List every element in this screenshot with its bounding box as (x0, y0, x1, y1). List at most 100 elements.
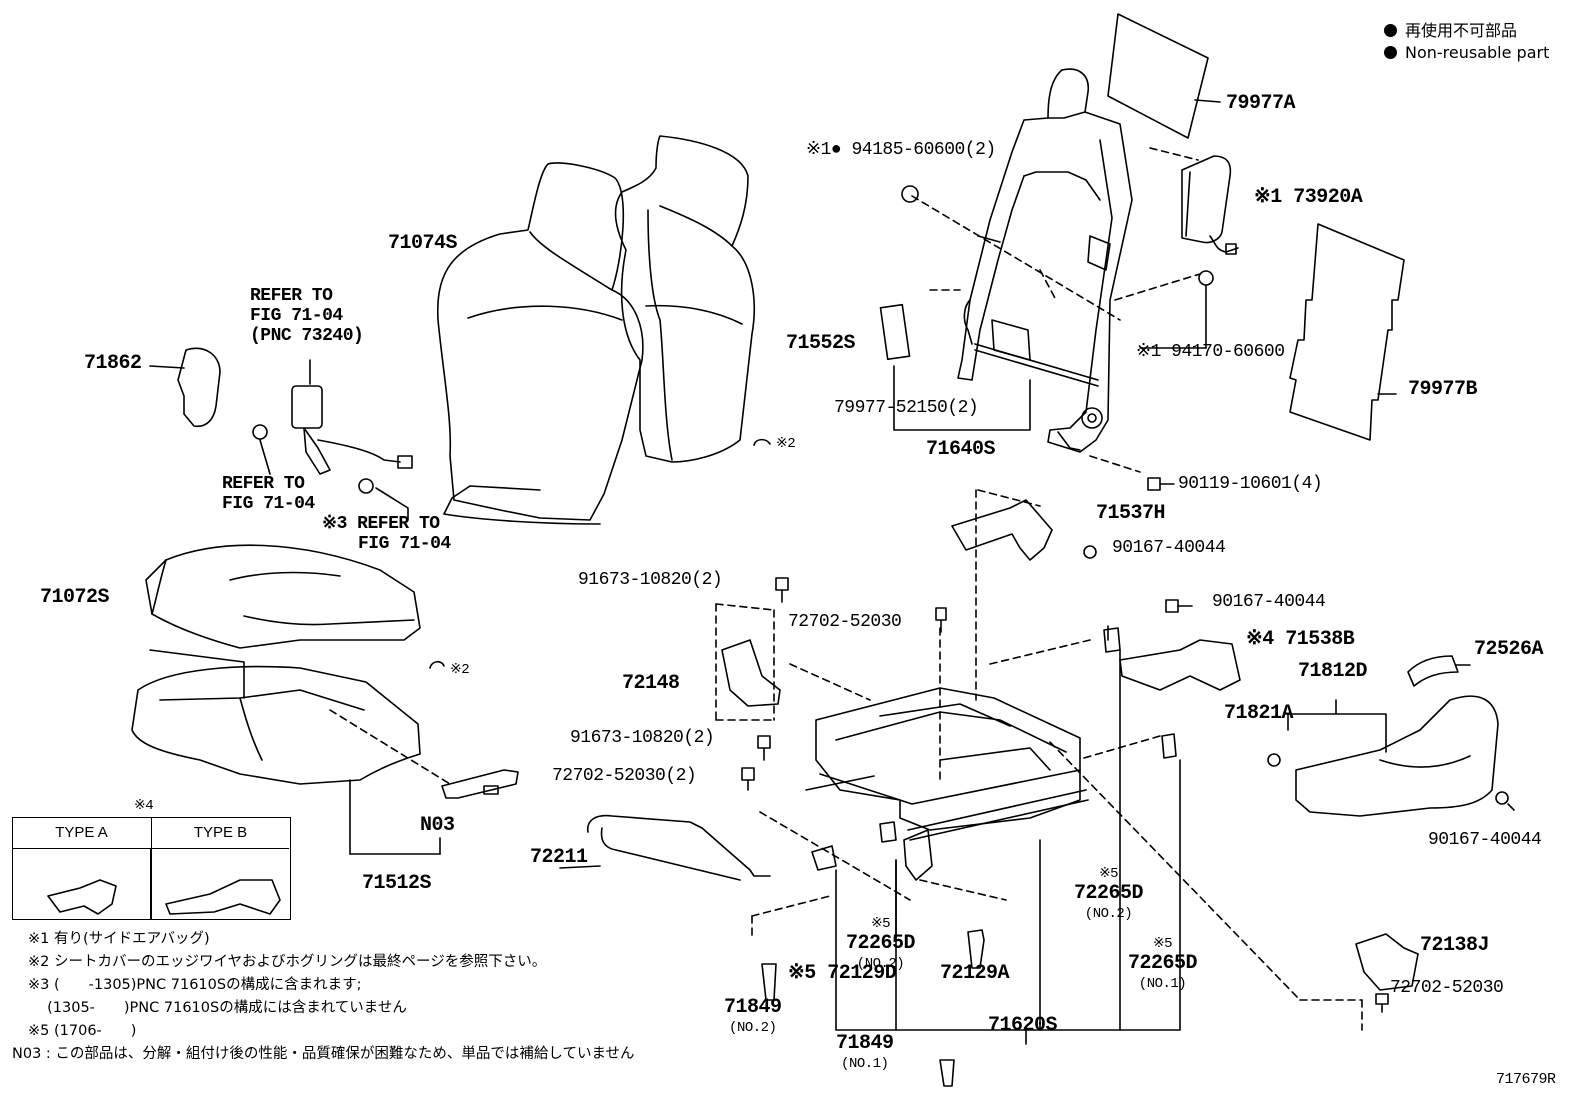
label-71640S[interactable]: 71640S (926, 438, 996, 461)
label-79977B[interactable]: 79977B (1408, 378, 1478, 401)
bracket-72148-drawing (721, 639, 781, 707)
hog-ring-drawing (753, 438, 771, 446)
part-variant: (NO.2) (1084, 906, 1133, 922)
buckle-drawing (252, 359, 413, 521)
bullet-icon (1384, 46, 1397, 59)
label-90167-b[interactable]: 90167-40044 (1212, 592, 1326, 612)
cushion-71072S-drawing (145, 544, 421, 649)
wire-72211-drawing (587, 814, 771, 881)
nut-94185-drawing (901, 185, 919, 203)
part-variant: (NO.1) (1138, 976, 1187, 992)
seat-track-71620S-drawing (805, 687, 1089, 881)
label-71821A[interactable]: 71821A (1224, 702, 1294, 725)
bullet-icon (1384, 24, 1397, 37)
label-71512S[interactable]: 71512S (362, 872, 432, 895)
refer2-line1: REFER TO (222, 474, 305, 494)
refer3-line1: ※3 REFER TO (322, 514, 440, 534)
label-79977-52150[interactable]: 79977-52150(2) (834, 398, 979, 418)
label-72265D-middle[interactable]: ※5 72265D (NO.2) (846, 914, 916, 974)
type-a-header: TYPE A (13, 818, 150, 849)
label-71072S[interactable]: 71072S (40, 586, 110, 609)
cover-71862-drawing (177, 347, 221, 428)
refer-label-1: REFER TO FIG 71-04 (PNC 73240) (250, 286, 364, 346)
label-72702-a[interactable]: 72702-52030 (788, 612, 902, 632)
legend: 再使用不可部品 Non-reusable part (1384, 20, 1549, 64)
label-90167-a[interactable]: 90167-40044 (1112, 538, 1226, 558)
seatback-71074S-drawing (436, 162, 644, 525)
footnotes: ※1 有り(サイドエアバッグ) ※2 シートカバーのエッジワイヤおよびホグリング… (12, 928, 635, 1066)
label-94170[interactable]: ※1 94170-60600 (1136, 342, 1285, 362)
part-71538B-drawing (1119, 639, 1241, 691)
type-b-header: TYPE B (151, 818, 289, 849)
type-table-note: ※4 (134, 798, 154, 814)
label-73920A[interactable]: ※1 73920A (1254, 186, 1363, 209)
label-72138J[interactable]: 72138J (1420, 934, 1490, 957)
refer-label-2: REFER TO FIG 71-04 (222, 474, 315, 514)
label-N03[interactable]: N03 (420, 814, 455, 837)
label-90167-c[interactable]: 90167-40044 (1428, 830, 1542, 850)
part-number: 72265D (1128, 952, 1198, 975)
pad-71512S-drawing (131, 649, 441, 855)
note-n03: N03 : この部品は、分解・組付け後の性能・品質確保が困難なため、単品では補給… (12, 1046, 635, 1062)
label-72265D-upper[interactable]: ※5 72265D (NO.2) (1074, 864, 1144, 924)
part-number: 72265D (1074, 882, 1144, 905)
seatback-71552S-drawing (614, 135, 755, 463)
note5-mark: ※5 (870, 916, 891, 932)
note-2-mark-a: ※2 (776, 436, 796, 452)
label-71537H[interactable]: 71537H (1096, 502, 1166, 525)
nut-94170-drawing (1198, 270, 1214, 286)
label-72129A[interactable]: 72129A (940, 962, 1010, 985)
label-71849-no2[interactable]: 71849 (NO.2) (724, 998, 782, 1038)
part-N03-drawing (441, 769, 519, 799)
note-1: ※1 有り(サイドエアバッグ) (28, 931, 210, 947)
cover-71812D-drawing (1295, 695, 1499, 817)
label-71862[interactable]: 71862 (84, 352, 142, 375)
pad-79977-52150-drawing (879, 303, 911, 361)
seatback-frame-drawing (957, 68, 1133, 453)
refer1-line1: REFER TO (250, 286, 333, 306)
refer3-line2: FIG 71-04 (358, 534, 451, 554)
label-72148[interactable]: 72148 (622, 672, 680, 695)
part-71537H-drawing (951, 499, 1053, 561)
note-3a: ※3 ( -1305)PNC 71610Sの構成に含まれます; (28, 977, 362, 993)
part-number: 72265D (846, 932, 916, 955)
airbag-73920A-drawing (1181, 155, 1239, 255)
cover-72138J-drawing (1355, 933, 1419, 991)
note-3b: (1305- )PNC 71610Sの構成には含まれていません (28, 1000, 407, 1016)
label-71812D[interactable]: 71812D (1298, 660, 1368, 683)
part-variant: (NO.2) (856, 956, 905, 972)
label-72526A[interactable]: 72526A (1474, 638, 1544, 661)
label-72129D[interactable]: ※5 72129D (788, 962, 897, 985)
pad-79977B-drawing (1289, 223, 1405, 441)
note-5: ※5 (1706- ) (28, 1023, 137, 1039)
label-72702-b[interactable]: 72702-52030(2) (552, 766, 697, 786)
label-79977A[interactable]: 79977A (1226, 92, 1296, 115)
label-90119[interactable]: 90119-10601(4) (1178, 474, 1323, 494)
type-table: TYPE A TYPE B (12, 817, 291, 920)
refer1-line3: (PNC 73240) (250, 326, 364, 346)
label-91673-a[interactable]: 91673-10820(2) (578, 570, 723, 590)
refer-label-3: ※3 REFER TO FIG 71-04 (322, 514, 451, 554)
bolt-drawings (741, 477, 1515, 1013)
legend-jp: 再使用不可部品 (1405, 21, 1518, 40)
track-dashed-leaders (751, 627, 1363, 1031)
part-number: 71849 (724, 996, 782, 1019)
part-number: 71849 (836, 1032, 894, 1055)
label-72265D-right[interactable]: ※5 72265D (NO.1) (1128, 934, 1198, 994)
part-variant: (NO.1) (841, 1056, 889, 1072)
frame-dashed-leaders (911, 147, 1201, 473)
legend-en: Non-reusable part (1405, 43, 1550, 62)
part-variant: (NO.2) (729, 1020, 777, 1036)
note5-mark: ※5 (1152, 936, 1173, 952)
label-71538B[interactable]: ※4 71538B (1246, 628, 1355, 651)
label-71552S[interactable]: 71552S (786, 332, 856, 355)
label-71849-no1[interactable]: 71849 (NO.1) (836, 1034, 894, 1074)
label-72211[interactable]: 72211 (530, 846, 588, 869)
label-94185[interactable]: ※1● 94185-60600(2) (806, 140, 996, 160)
label-72702-c[interactable]: 72702-52030 (1390, 978, 1504, 998)
note-2-mark-b: ※2 (450, 662, 470, 678)
label-71620S[interactable]: 71620S (988, 1014, 1058, 1037)
label-91673-b[interactable]: 91673-10820(2) (570, 728, 715, 748)
label-71074S[interactable]: 71074S (388, 232, 458, 255)
